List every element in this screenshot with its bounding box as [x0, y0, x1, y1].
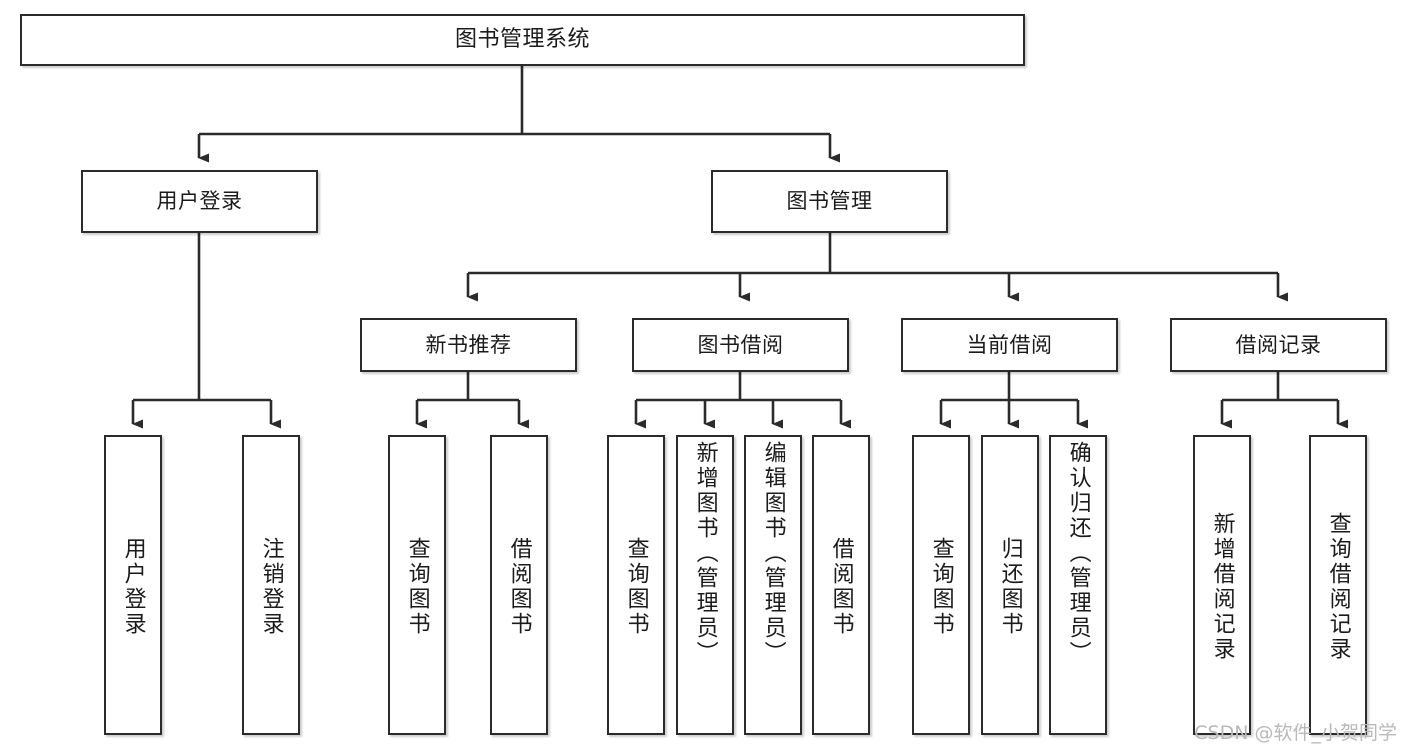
node-label: 编辑图书（管理员）: [760, 441, 786, 666]
node-label: 图书管理系统: [454, 27, 590, 53]
leaf-record-query-record[interactable]: 查询借阅记录: [1309, 435, 1367, 735]
leaf-user-logout[interactable]: 注销登录: [242, 435, 300, 735]
node-borrow-record[interactable]: 借阅记录: [1170, 318, 1387, 372]
node-label: 借阅记录: [1235, 332, 1322, 357]
leaf-borrow-add-book-admin[interactable]: 新增图书（管理员）: [676, 435, 734, 735]
node-label: 用户登录: [120, 537, 146, 637]
node-label: 注销登录: [258, 537, 284, 637]
node-new-book-recommend[interactable]: 新书推荐: [360, 318, 577, 372]
node-label: 归还图书: [997, 537, 1023, 637]
leaf-borrow-borrow-book[interactable]: 借阅图书: [812, 435, 870, 735]
node-current-borrow[interactable]: 当前借阅: [901, 318, 1118, 372]
node-root-book-management-system[interactable]: 图书管理系统: [20, 14, 1025, 66]
leaf-newbook-query-book[interactable]: 查询图书: [388, 435, 446, 735]
node-label: 查询借阅记录: [1325, 512, 1351, 662]
leaf-record-add-record[interactable]: 新增借阅记录: [1193, 435, 1251, 735]
node-label: 用户登录: [156, 189, 243, 214]
leaf-user-login[interactable]: 用户登录: [104, 435, 162, 735]
node-label: 图书管理: [786, 189, 873, 214]
node-label: 新增图书（管理员）: [692, 441, 718, 666]
node-label: 确认归还（管理员）: [1065, 441, 1091, 666]
node-label: 新增借阅记录: [1209, 512, 1235, 662]
node-label: 查询图书: [928, 537, 954, 637]
leaf-borrow-edit-book-admin[interactable]: 编辑图书（管理员）: [744, 435, 802, 735]
node-label: 当前借阅: [966, 332, 1053, 357]
leaf-current-confirm-return-admin[interactable]: 确认归还（管理员）: [1049, 435, 1107, 735]
node-label: 借阅图书: [828, 537, 854, 637]
node-label: 图书借阅: [697, 332, 784, 357]
node-label: 查询图书: [623, 537, 649, 637]
leaf-current-return-book[interactable]: 归还图书: [981, 435, 1039, 735]
node-book-borrow[interactable]: 图书借阅: [632, 318, 849, 372]
leaf-current-query-book[interactable]: 查询图书: [912, 435, 970, 735]
node-user-login[interactable]: 用户登录: [81, 170, 318, 233]
node-label: 查询图书: [404, 537, 430, 637]
leaf-borrow-query-book[interactable]: 查询图书: [607, 435, 665, 735]
leaf-newbook-borrow-book[interactable]: 借阅图书: [490, 435, 548, 735]
node-book-management[interactable]: 图书管理: [711, 170, 948, 233]
node-label: 新书推荐: [425, 332, 512, 357]
node-label: 借阅图书: [506, 537, 532, 637]
watermark-text: CSDN @软件_小贺同学: [1194, 722, 1397, 744]
